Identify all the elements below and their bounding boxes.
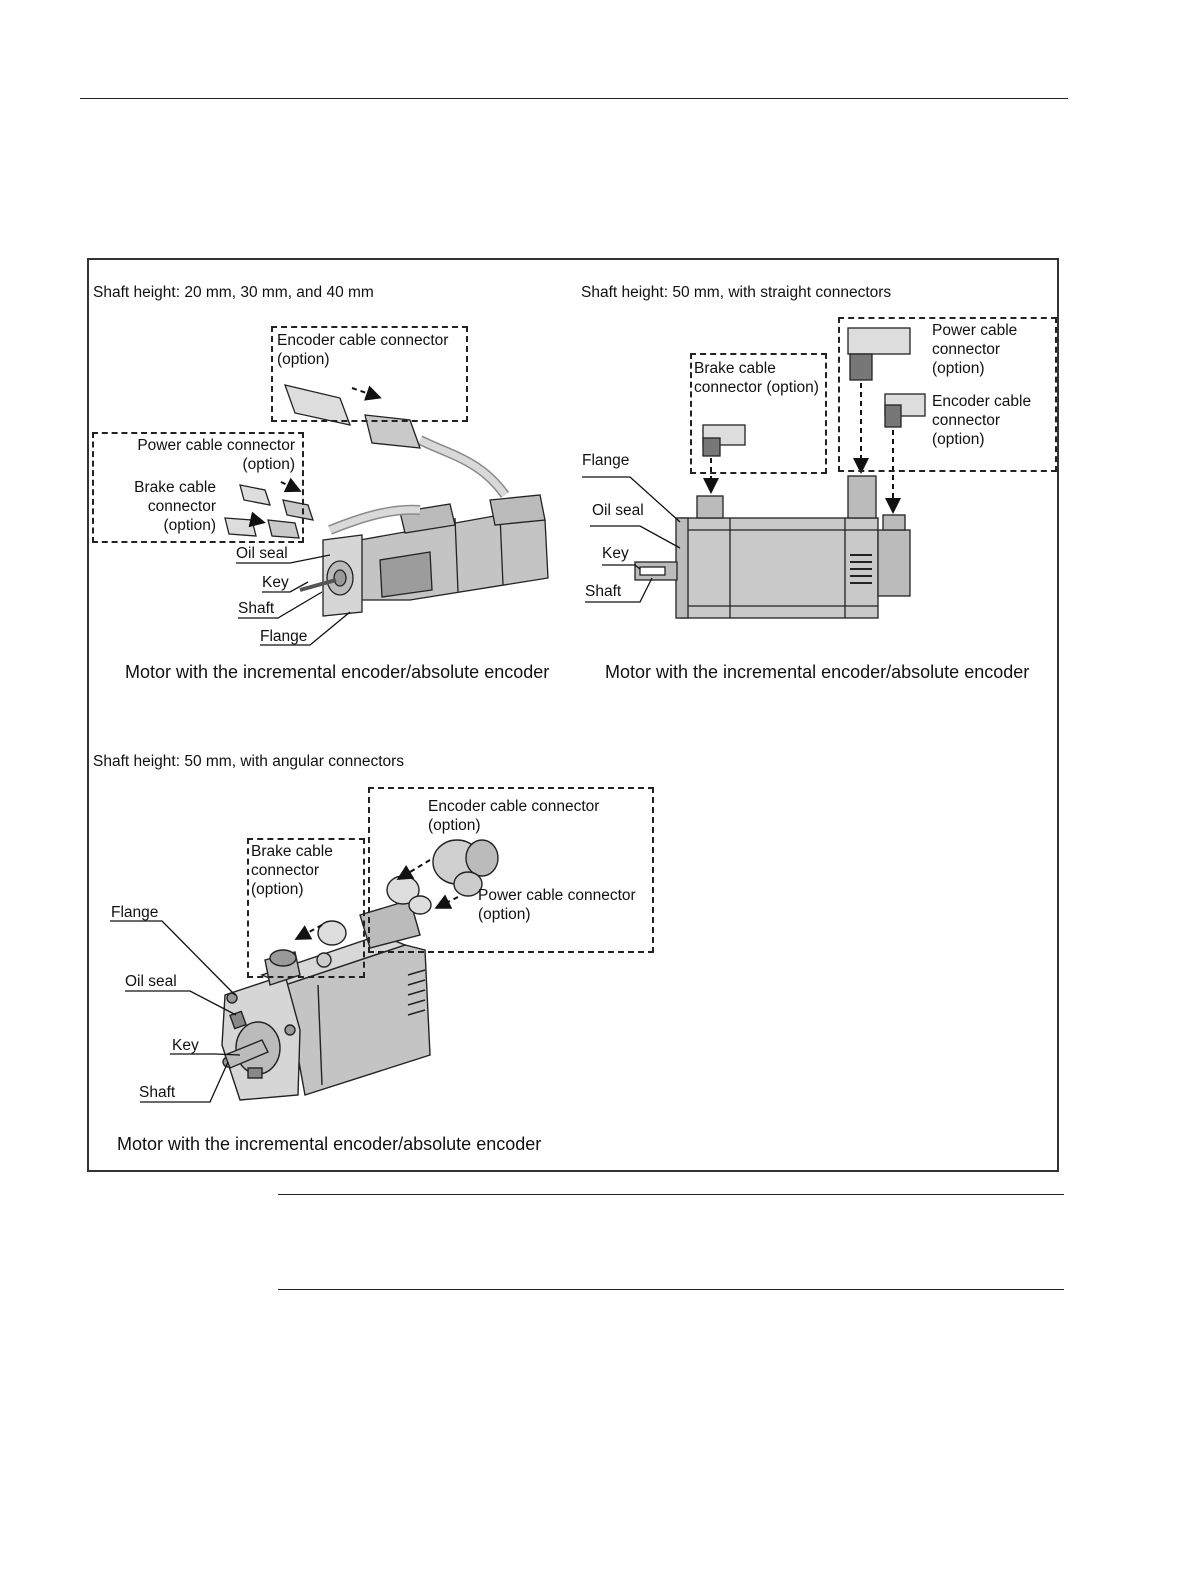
panel2-flange-label: Flange (582, 452, 630, 469)
panel1-encoder-connector-box (271, 326, 468, 422)
panel2-encoder-connector-label: Encoder cable connector (option) (932, 393, 1032, 448)
panel3-shaft-label: Shaft (139, 1084, 176, 1101)
panel2-motor-drawing (634, 327, 926, 619)
panel3-oil-seal-label: Oil seal (125, 973, 177, 990)
panel2-key-label: Key (602, 545, 629, 562)
panel1-power-connector-label: Power cable connector (option) (137, 437, 295, 473)
footer-rule-bottom (278, 1289, 1064, 1290)
panel1-motor-drawing (224, 384, 549, 617)
panel3-brake-connector-box (247, 838, 365, 978)
panel1-oil-seal-label: Oil seal (236, 545, 288, 562)
panel1-key-label: Key (262, 574, 289, 591)
panel1-leaders (236, 554, 351, 646)
panel1-arrows (248, 385, 382, 528)
panel3-arrows (294, 859, 459, 940)
panel1-encoder-connector-label: Encoder cable connector (option) (277, 332, 449, 368)
panel3-encoder-connector-label: Encoder cable connector (option) (428, 798, 600, 834)
panel2-oil-seal-label: Oil seal (592, 502, 644, 519)
panel2-brake-connector-box (690, 353, 827, 474)
panel2-title: Shaft height: 50 mm, with straight conne… (581, 284, 892, 301)
header-rule (80, 98, 1068, 99)
panel2-power-connector-label: Power cable connector (option) (932, 322, 1018, 377)
panel3-key-label: Key (172, 1037, 199, 1054)
panel2-shaft-label: Shaft (585, 583, 622, 600)
panel2-brake-connector-label: Brake cable connector (option) (694, 360, 819, 396)
panel3-brake-connector-label: Brake cable connector (option) (251, 843, 333, 898)
panel1-title: Shaft height: 20 mm, 30 mm, and 40 mm (93, 284, 374, 301)
panel2-power-encoder-connector-box (838, 317, 1057, 472)
panel1-shaft-label: Shaft (238, 600, 275, 617)
footer-rule-top (278, 1194, 1064, 1195)
panel3-title: Shaft height: 50 mm, with angular connec… (93, 753, 405, 770)
panel3-motor-drawing (221, 839, 499, 1101)
panel1-caption: Motor with the incremental encoder/absol… (125, 662, 550, 682)
figure-frame (87, 258, 1059, 1172)
panel1-flange-label: Flange (260, 628, 308, 645)
panel1-brake-connector-label: Brake cable connector (option) (134, 479, 216, 534)
panel3-encoder-power-connector-box (368, 787, 654, 953)
panel3-leaders (110, 920, 241, 1103)
panel3-flange-label: Flange (111, 904, 159, 921)
panel3-caption: Motor with the incremental encoder/absol… (117, 1134, 542, 1154)
panel2-caption: Motor with the incremental encoder/absol… (605, 662, 1030, 682)
panel1-power-brake-connector-box (92, 432, 304, 543)
panel2-leaders (582, 476, 681, 603)
panel3-power-connector-label: Power cable connector (option) (478, 887, 636, 923)
